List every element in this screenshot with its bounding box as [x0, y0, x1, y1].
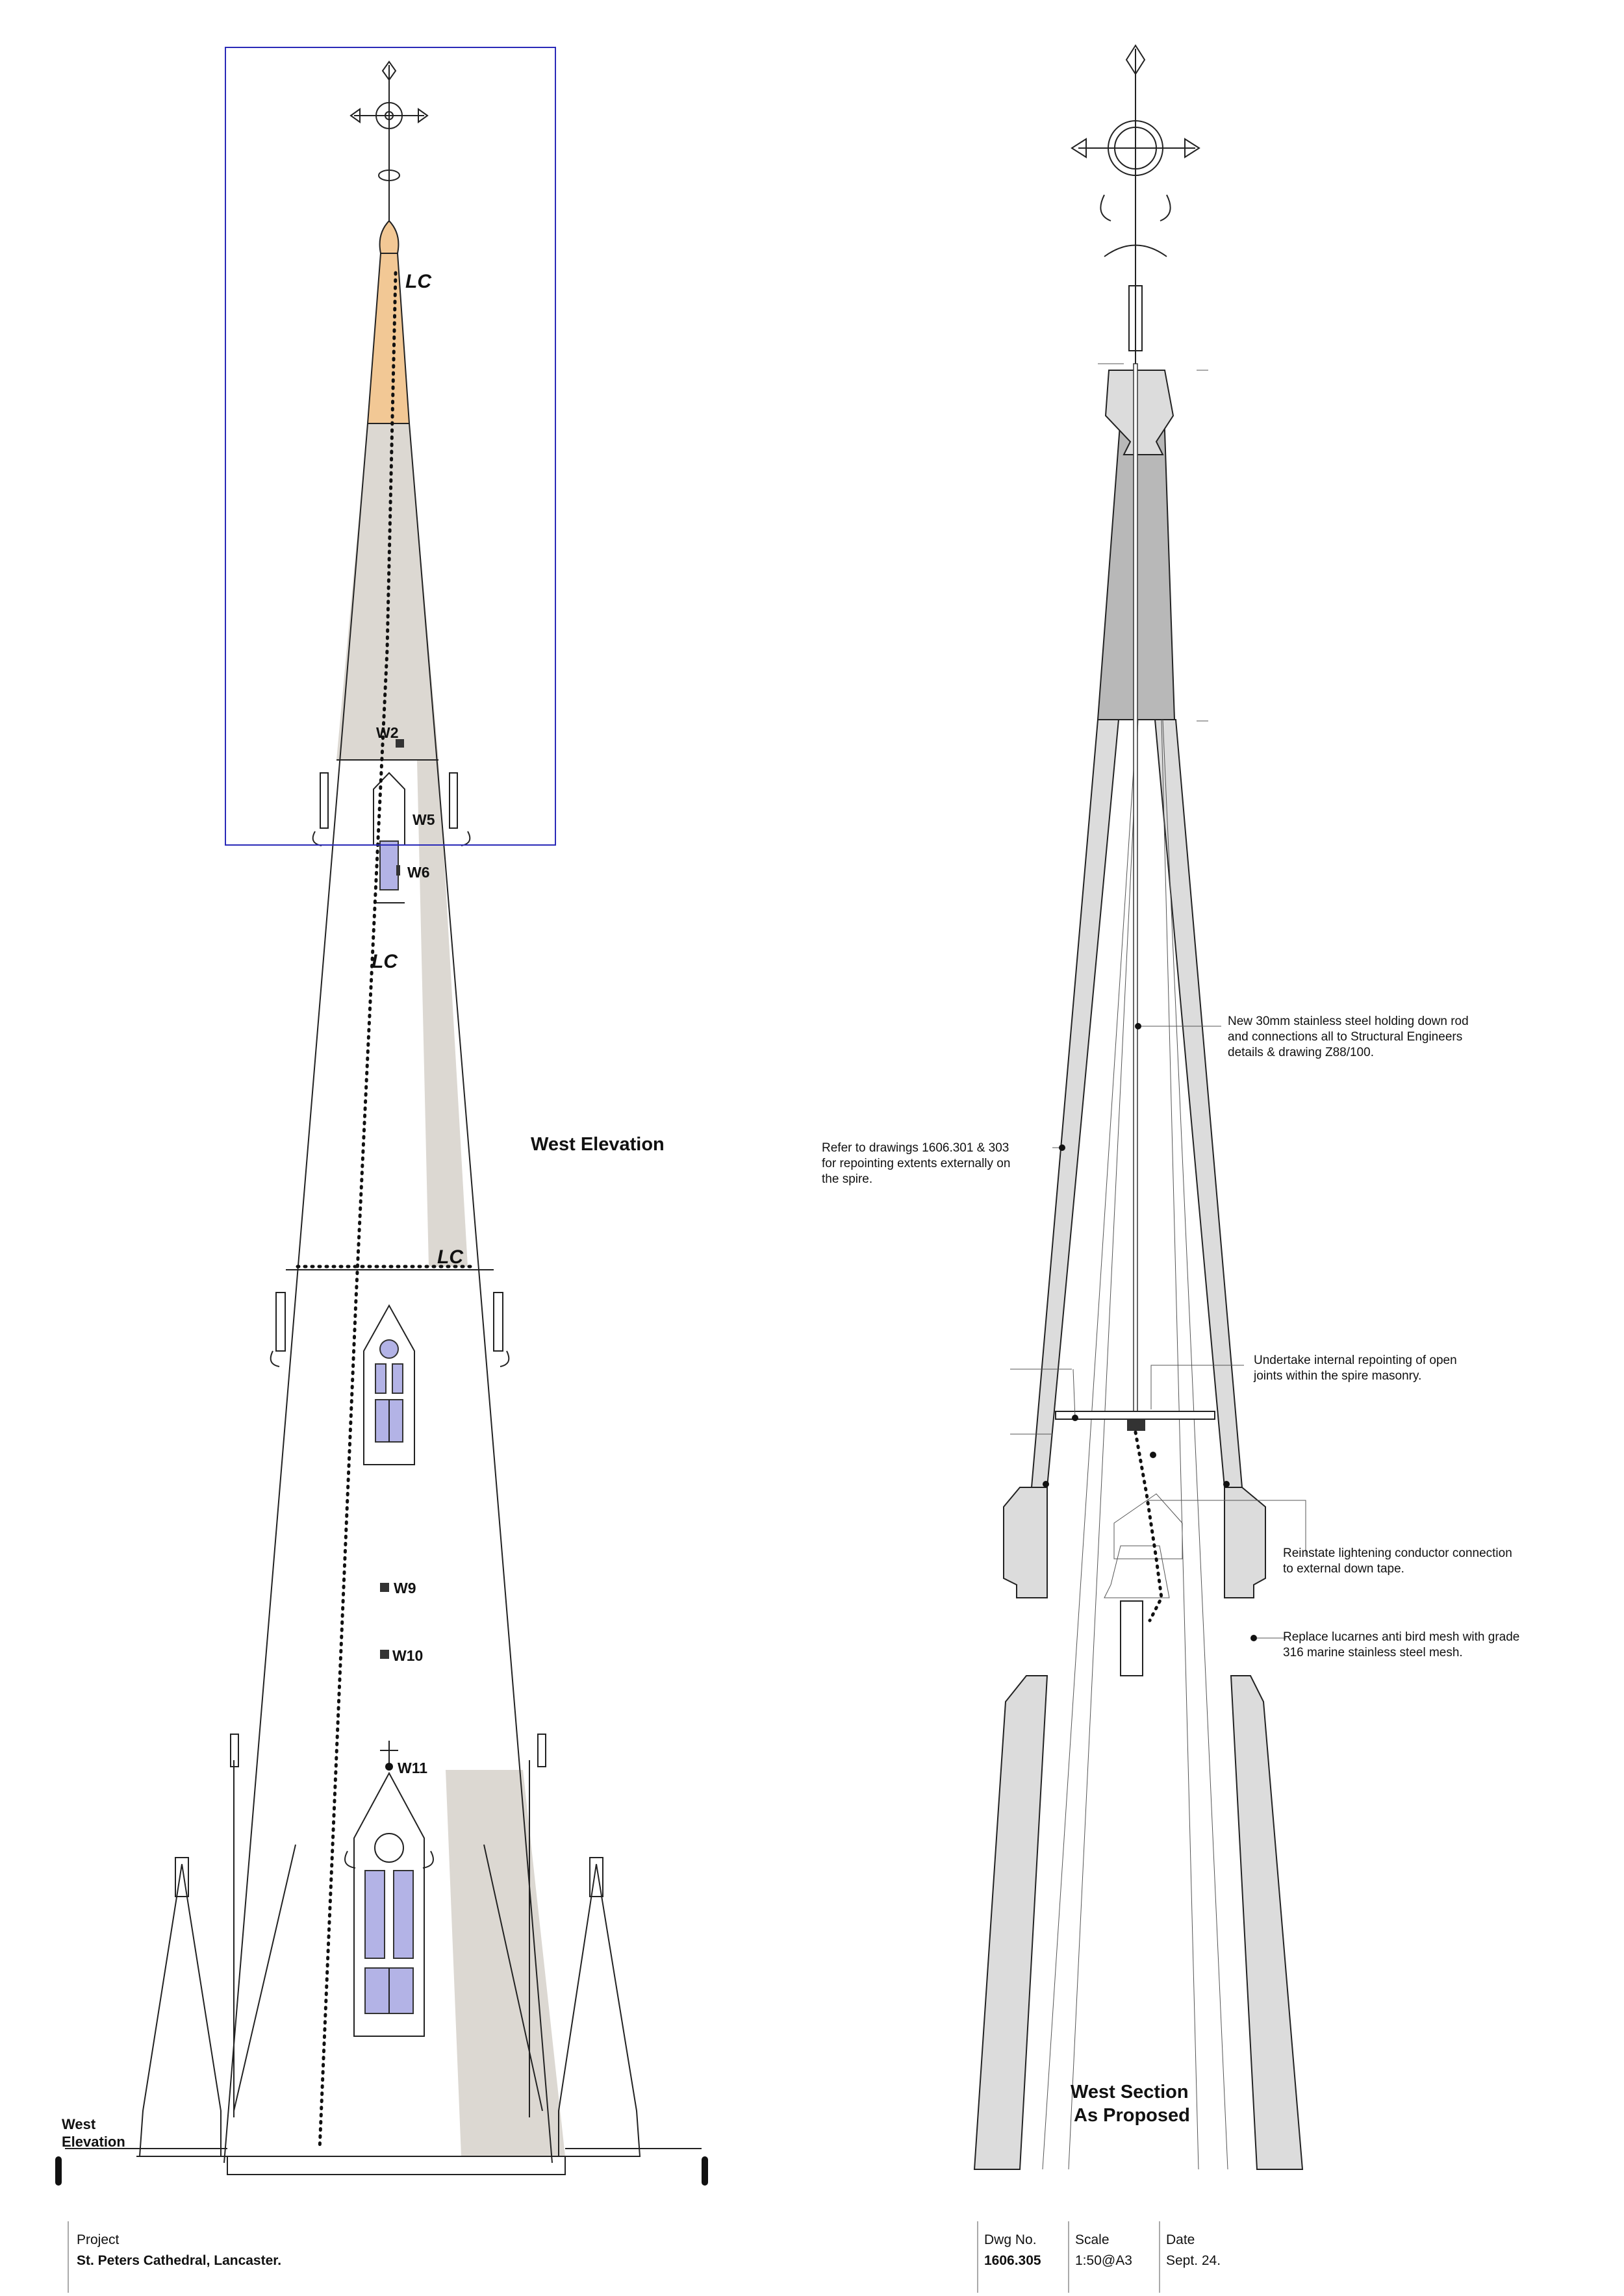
detail-frame-box: [225, 47, 556, 846]
scale-value: 1:50@A3: [1075, 2253, 1132, 2268]
lightning-conductor-path: [318, 271, 398, 2152]
tie-beam: [1055, 1411, 1215, 1420]
note-external-repointing: Refer to drawings 1606.301 & 303 for rep…: [822, 1141, 1010, 1186]
note-repoint-ext-line1: Refer to drawings 1606.301 & 303: [822, 1141, 1009, 1155]
lc-mid-label: LC: [372, 951, 398, 972]
project-value: St. Peters Cathedral, Lancaster.: [77, 2253, 281, 2268]
note-repoint-ext-line2: for repointing extents externally on: [822, 1157, 1010, 1170]
section-right-wall-shape: [1154, 719, 1304, 2170]
west-section-title-line2: As Proposed: [1074, 2105, 1190, 2126]
w10-marker: [380, 1650, 389, 1659]
w6-marker: [396, 865, 400, 876]
dwg-label: Dwg No.: [984, 2232, 1037, 2247]
section-top-block: [1104, 370, 1174, 455]
note-repoint-ext-line3: the spire.: [822, 1172, 872, 1186]
middle-lucarne: [270, 1292, 510, 1465]
rod-base-plate: [1127, 1419, 1145, 1431]
west-elevation-label-line1: West: [62, 2116, 96, 2132]
elevation-end-marker-left: [55, 2156, 62, 2186]
note-conductor-line1: Reinstate lightening conductor connectio…: [1283, 1546, 1512, 1560]
copper-cap: [366, 253, 411, 424]
w9-marker: [380, 1583, 389, 1592]
note-rod-line2: and connections all to Structural Engine…: [1228, 1030, 1462, 1044]
upper-lucarne: [312, 772, 471, 903]
date-value: Sept. 24.: [1166, 2253, 1221, 2268]
section-conductor-path: [1134, 1430, 1163, 1622]
section-lucarne-post: [1120, 1600, 1143, 1676]
note-conductor: Reinstate lightening conductor connectio…: [1283, 1546, 1512, 1576]
project-label: Project: [77, 2232, 120, 2247]
section-leaders: [1043, 1023, 1306, 1641]
note-internal-repointing: Undertake internal repointing of open jo…: [1253, 1354, 1457, 1383]
tag-w2: W2: [376, 724, 399, 741]
elevation-shade-lower: [446, 1770, 565, 2156]
date-label: Date: [1166, 2232, 1195, 2247]
finial-knob: [379, 220, 400, 254]
note-mesh-line2: 316 marine stainless steel mesh.: [1283, 1646, 1463, 1659]
section-cross: [1071, 44, 1200, 364]
title-block: [68, 2221, 1160, 2293]
tag-w10: W10: [392, 1647, 423, 1664]
section-left-wall-shape: [973, 719, 1120, 2170]
note-holding-rod: New 30mm stainless steel holding down ro…: [1228, 1015, 1469, 1059]
tag-w9: W9: [394, 1580, 416, 1596]
scale-label: Scale: [1075, 2232, 1110, 2247]
tag-w5: W5: [412, 811, 435, 828]
west-elevation-label-line2: Elevation: [62, 2134, 125, 2150]
note-mesh-line1: Replace lucarnes anti bird mesh with gra…: [1283, 1630, 1519, 1644]
west-elevation-drawing: [55, 47, 708, 2186]
lower-lucarne: [344, 1741, 434, 2037]
lc-top-label: LC: [405, 271, 432, 292]
note-bird-mesh: Replace lucarnes anti bird mesh with gra…: [1283, 1630, 1519, 1659]
note-rod-line3: details & drawing Z88/100.: [1228, 1046, 1374, 1059]
note-conductor-line2: to external down tape.: [1283, 1562, 1404, 1576]
w2-marker: [396, 739, 404, 748]
west-elevation-title: West Elevation: [531, 1134, 665, 1155]
note-rod-line1: New 30mm stainless steel holding down ro…: [1228, 1015, 1469, 1028]
note-repoint-int-line2: joints within the spire masonry.: [1253, 1369, 1421, 1383]
w11-marker: [385, 1763, 393, 1771]
west-section-title-line1: West Section: [1071, 2082, 1189, 2102]
holding-down-rod: [1133, 363, 1138, 1413]
note-repoint-int-line1: Undertake internal repointing of open: [1254, 1354, 1457, 1367]
lower-pinnacles: [65, 1734, 702, 2175]
tag-w6: W6: [407, 864, 430, 881]
west-section-drawing: [973, 44, 1304, 2170]
tag-w11: W11: [398, 1760, 427, 1776]
lc-low-label: LC: [437, 1246, 464, 1268]
elevation-cross: [349, 60, 429, 221]
elevation-end-marker-right: [702, 2156, 708, 2186]
dwg-value: 1606.305: [984, 2253, 1041, 2268]
